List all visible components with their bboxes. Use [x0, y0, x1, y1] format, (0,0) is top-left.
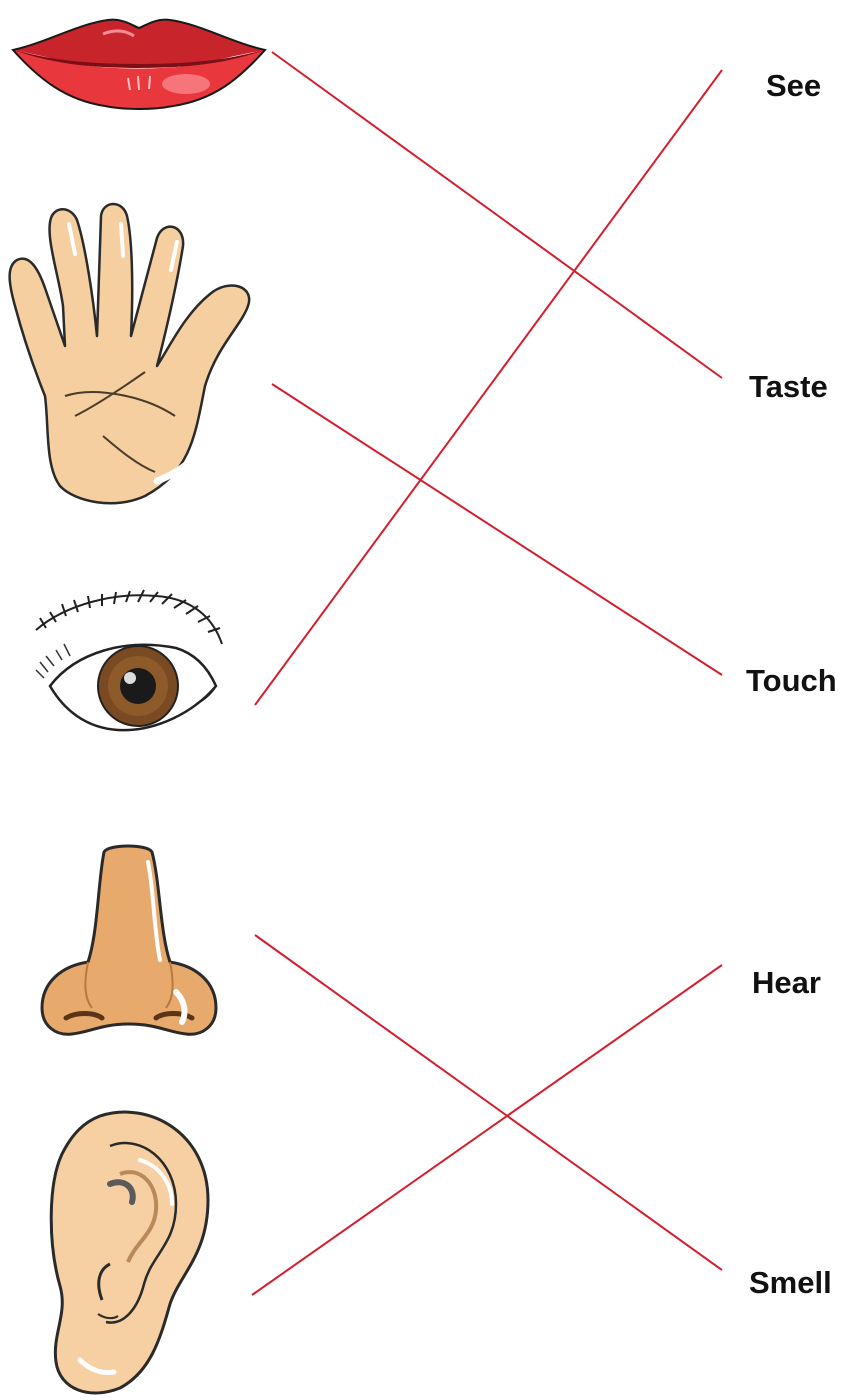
nose-icon	[36, 842, 222, 1040]
word-smell[interactable]: Smell	[749, 1267, 832, 1298]
match-line-hand-touch	[272, 384, 722, 675]
match-line-nose-smell	[255, 935, 722, 1270]
word-see[interactable]: See	[766, 70, 821, 101]
eye-icon	[26, 582, 232, 744]
ear-icon	[40, 1104, 212, 1398]
match-line-eye-see	[255, 70, 722, 705]
match-line-lips-taste	[272, 52, 722, 378]
match-line-ear-hear	[252, 965, 722, 1295]
word-touch[interactable]: Touch	[746, 665, 837, 696]
word-hear[interactable]: Hear	[752, 967, 821, 998]
hand-icon	[5, 196, 255, 506]
lips-icon	[8, 14, 270, 114]
word-taste[interactable]: Taste	[749, 371, 828, 402]
